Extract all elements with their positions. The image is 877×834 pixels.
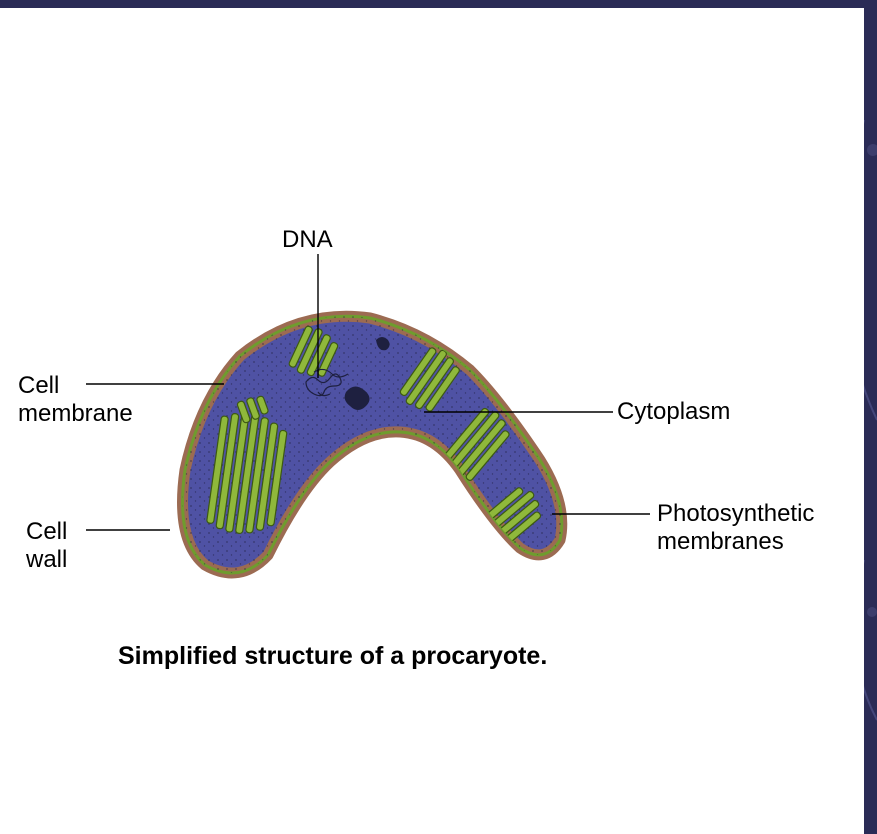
diagram-caption: Simplified structure of a procaryote. (118, 642, 547, 671)
cytoplasm-label: Cytoplasm (617, 398, 730, 426)
dna-label: DNA (282, 226, 333, 254)
cell-membrane-label: Cell membrane (18, 372, 133, 428)
cell-wall-label: Cell wall (26, 518, 67, 574)
slide: DNA Cell membrane Cell wall Cytoplasm Ph… (0, 8, 864, 834)
photosynthetic-membranes-label: Photosynthetic membranes (657, 500, 864, 556)
